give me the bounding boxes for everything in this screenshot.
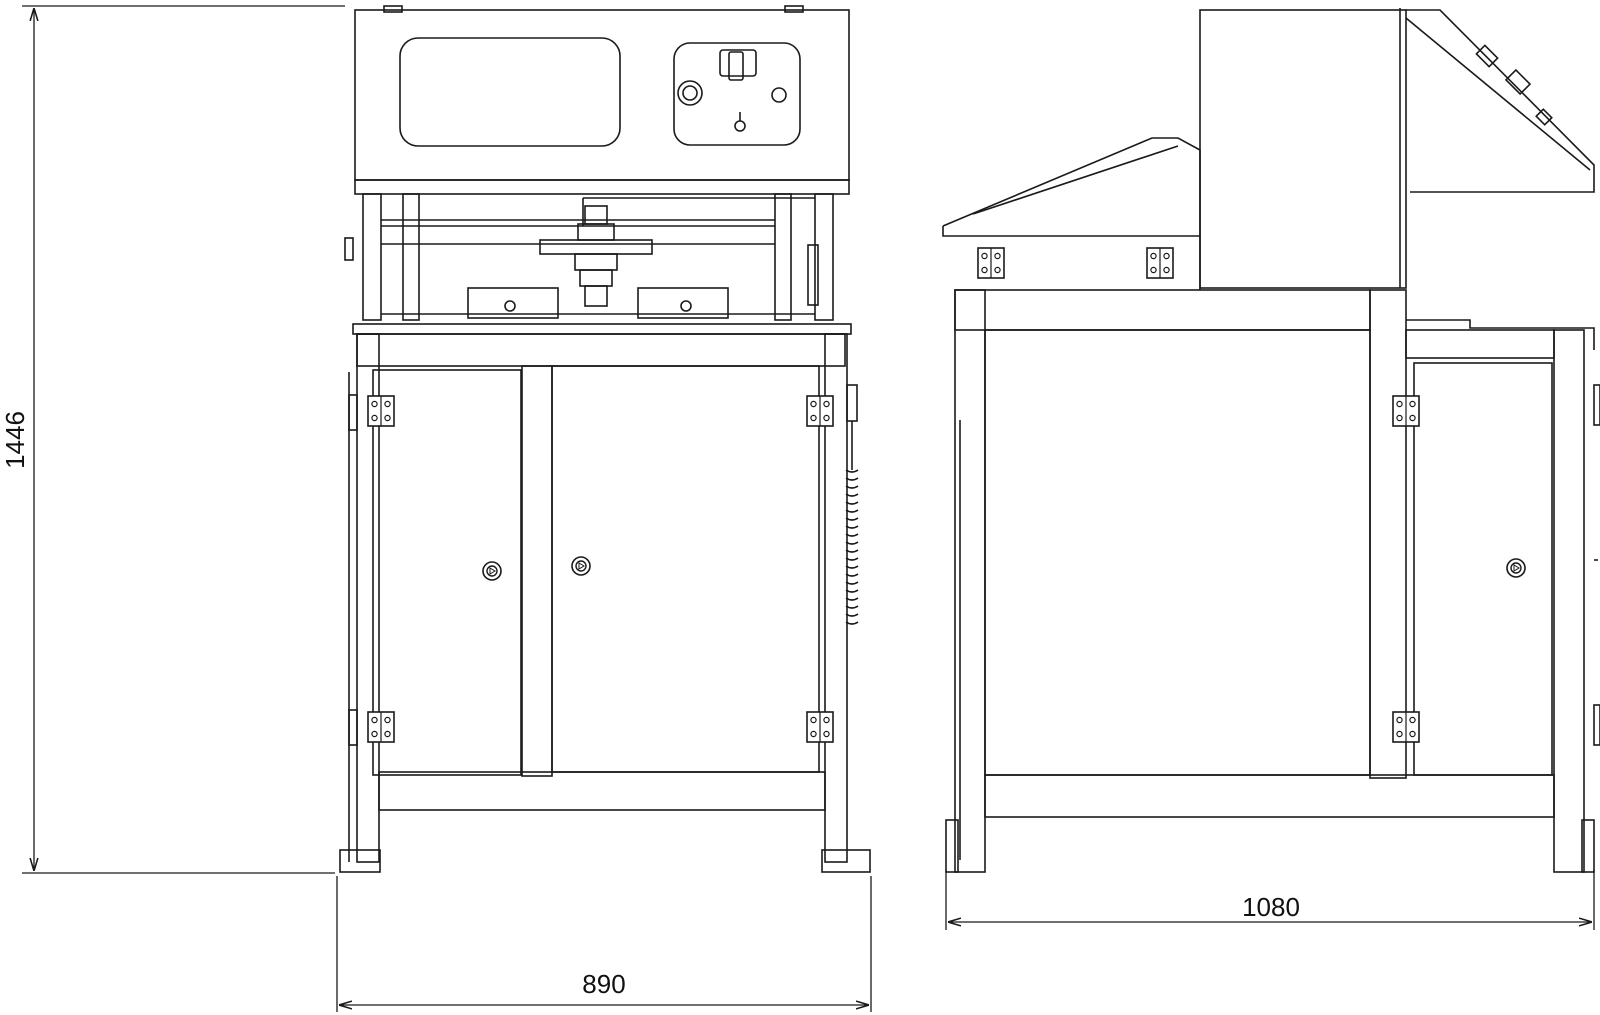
spiral-hose [845, 384, 859, 625]
hinge-icon [367, 395, 395, 427]
hinge-icon [1392, 711, 1420, 743]
side-view [942, 8, 1600, 873]
sloped-cover [942, 137, 1201, 290]
hinge-icon [1146, 247, 1174, 279]
hinge-icon [806, 395, 834, 427]
hinge-icon [1392, 395, 1420, 427]
dimension-side-depth [945, 870, 1595, 930]
height-dimension-label: 1446 [0, 411, 30, 469]
control-cabinet [354, 5, 850, 181]
base-frame [356, 333, 846, 367]
side-door-small[interactable] [1413, 362, 1553, 776]
side-door-large[interactable] [984, 329, 1371, 776]
emergency-stop-icon [677, 80, 703, 106]
front-width-dimension-label: 890 [582, 969, 625, 999]
front-right-door[interactable] [551, 365, 820, 773]
door-lock-icon[interactable] [1506, 558, 1526, 578]
selector-switch-icon [728, 51, 744, 81]
tool-head [381, 205, 815, 319]
front-left-door[interactable] [372, 369, 522, 776]
front-view [339, 5, 871, 873]
hinge-icon [367, 711, 395, 743]
hinge-icon [977, 247, 1005, 279]
side-control-cabinet [1199, 8, 1595, 289]
hinge-icon [806, 711, 834, 743]
control-panel [673, 42, 801, 146]
door-lock-icon[interactable] [571, 556, 591, 576]
side-depth-dimension-label: 1080 [1242, 892, 1300, 922]
display-window [399, 37, 621, 147]
dimension-height [22, 5, 345, 874]
dimension-front-width [336, 876, 872, 1012]
door-lock-icon[interactable] [482, 561, 502, 581]
